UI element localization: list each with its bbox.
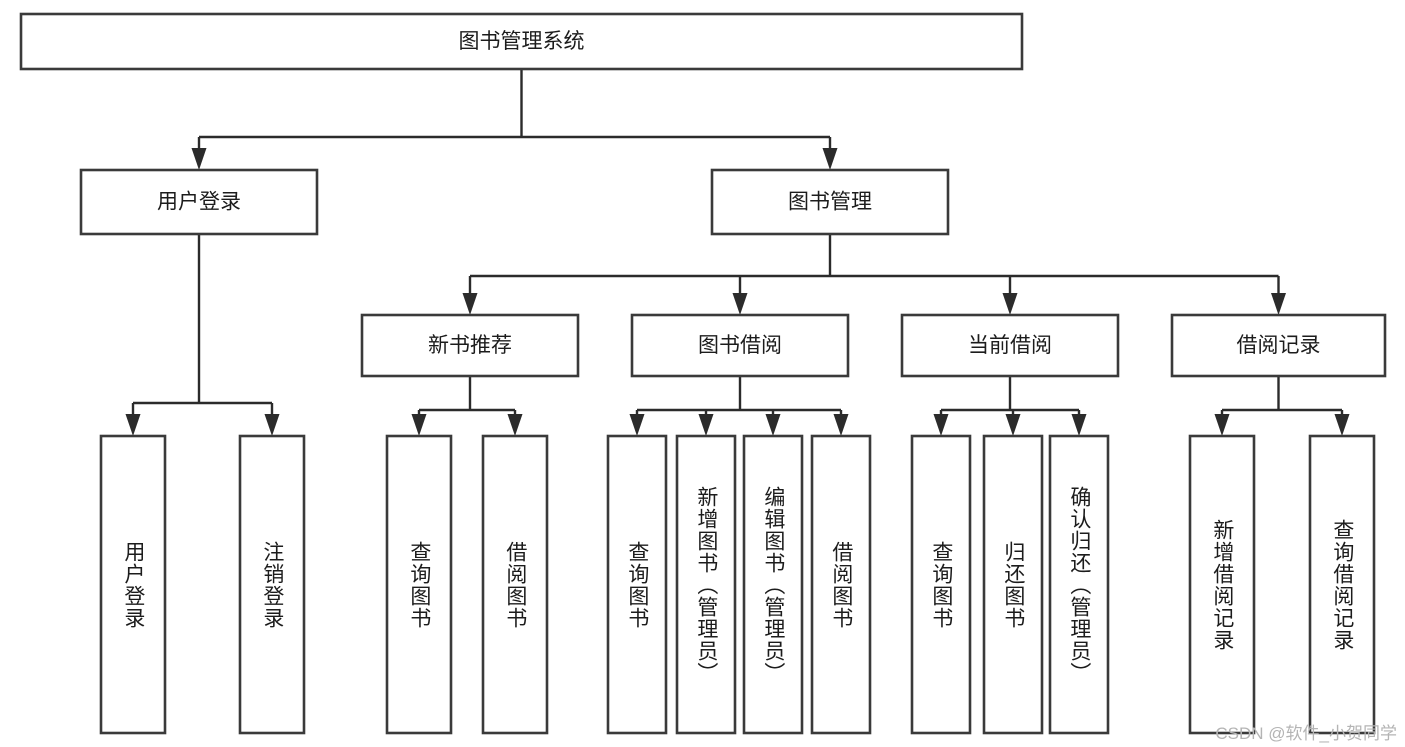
arrowhead-root-to-book-manage [822,148,838,170]
node-box-book-borrow [630,313,850,378]
arrowhead-new_book_rec-to-leaf-query-book-1 [411,414,427,436]
node-book-borrow[interactable]: 图书借阅 [630,313,850,378]
node-box-leaf-user-login[interactable] [99,434,167,735]
watermark-text: CSDN @软件_小贺同学 [1215,724,1397,743]
arrowhead-book-manage-to-borrow-record [1271,293,1286,315]
arrowhead-current_borrow-to-leaf-confirm-return [1071,414,1087,436]
node-box-leaf-query-book-2[interactable] [606,434,668,735]
arrowhead-book-manage-to-book-borrow [732,293,748,315]
node-label-book-borrow: 图书借阅 [698,334,782,357]
node-label-root: 图书管理系统 [459,30,585,53]
node-box-user-login [79,168,319,236]
node-book-manage[interactable]: 图书管理 [710,168,950,236]
node-box-new-book-recommend [360,313,580,378]
node-box-leaf-confirm-return[interactable] [1048,434,1110,735]
arrowhead-current_borrow-to-leaf-return-book [1005,414,1021,436]
node-root[interactable]: 图书管理系统 [19,12,1024,71]
node-box-leaf-borrow-book-2[interactable] [810,434,872,735]
arrowhead-book_borrow-to-leaf-add-book-admin [698,414,714,436]
node-box-leaf-logout-login[interactable] [238,434,306,735]
node-box-leaf-query-book-1[interactable] [385,434,453,735]
node-box-leaf-borrow-book-1[interactable] [481,434,549,735]
arrowhead-book_borrow-to-leaf-edit-book-admin [765,414,781,436]
node-label-user-login: 用户登录 [157,191,241,214]
node-box-book-manage [710,168,950,236]
node-box-leaf-query-book-3[interactable] [910,434,972,735]
node-box-borrow-record [1170,313,1387,378]
node-label-new-book-recommend: 新书推荐 [428,334,512,357]
node-label-book-manage: 图书管理 [788,191,872,214]
node-label-current-borrow: 当前借阅 [968,334,1052,357]
node-user-login[interactable]: 用户登录 [79,168,319,236]
arrowhead-borrow_record-to-leaf-add-borrow-rec [1214,414,1230,436]
arrowhead-borrow_record-to-leaf-query-borrow-rec [1334,414,1350,436]
arrowhead-current_borrow-to-leaf-query-book-3 [933,414,949,436]
node-box-root [19,12,1024,71]
node-box-leaf-query-borrow-rec[interactable] [1308,434,1376,735]
arrowhead-root-to-user-login [191,148,207,170]
node-box-leaf-add-borrow-rec[interactable] [1188,434,1256,735]
arrowhead-user_login-to-leaf-user-login [125,414,141,436]
node-box-leaf-add-book-admin[interactable] [675,434,737,735]
connector-lines [125,69,1350,436]
arrowhead-user_login-to-leaf-logout-login [264,414,280,436]
node-box-leaf-edit-book-admin[interactable] [742,434,804,735]
arrowhead-book-manage-to-new-book [462,293,478,315]
arrowhead-book_borrow-to-leaf-query-book-2 [629,414,645,436]
node-box-current-borrow [900,313,1120,378]
node-borrow-record[interactable]: 借阅记录 [1170,313,1387,378]
node-label-borrow-record: 借阅记录 [1237,334,1321,357]
arrowhead-book-manage-to-current-borrow [1002,293,1018,315]
node-box-leaf-return-book[interactable] [982,434,1044,735]
arrowhead-book_borrow-to-leaf-borrow-book-2 [833,414,849,436]
node-current-borrow[interactable]: 当前借阅 [900,313,1120,378]
arrowhead-new_book_rec-to-leaf-borrow-book-1 [507,414,523,436]
node-new-book-recommend[interactable]: 新书推荐 [360,313,580,378]
